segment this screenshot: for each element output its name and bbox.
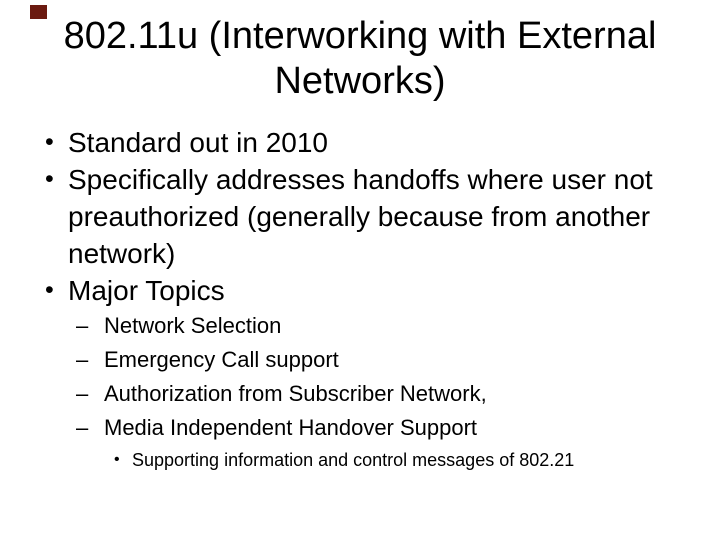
- bullet-text: network): [68, 238, 176, 269]
- bullet-text: Network Selection: [104, 313, 282, 338]
- bullet-text: Specifically addresses handoffs where us…: [68, 164, 653, 195]
- bullet-text: Major Topics: [68, 275, 225, 306]
- sub-bullet-item: – Media Independent Handover Support: [0, 411, 720, 445]
- corner-accent-square: [30, 5, 47, 19]
- slide-title: 802.11u (Interworking with External Netw…: [0, 14, 720, 104]
- bullet-text: Media Independent Handover Support: [104, 415, 478, 440]
- dash-marker: –: [76, 381, 89, 406]
- bullet-continuation-line: network): [0, 235, 720, 272]
- bullet-dot-marker: •: [45, 276, 54, 304]
- bullet-text: preauthorized (generally because from an…: [68, 201, 651, 232]
- title-line-1: 802.11u (Interworking with External: [63, 15, 657, 57]
- sub-bullet-item: – Authorization from Subscriber Network,: [0, 377, 720, 411]
- bullet-dot-marker: •: [45, 165, 54, 193]
- bullet-continuation-line: preauthorized (generally because from an…: [0, 198, 720, 235]
- sub-sub-bullet-item: • Supporting information and control mes…: [0, 445, 720, 475]
- dash-marker: –: [76, 347, 89, 372]
- bullet-text: Emergency Call support: [104, 347, 339, 372]
- bullet-text: Authorization from Subscriber Network,: [104, 381, 487, 406]
- bullet-dot-marker: •: [114, 451, 120, 468]
- sub-bullet-item: – Network Selection: [0, 309, 720, 343]
- sub-bullet-item: – Emergency Call support: [0, 343, 720, 377]
- bullet-text: Standard out in 2010: [68, 127, 328, 158]
- bullet-list: • Standard out in 2010 • Specifically ad…: [0, 124, 720, 475]
- bullet-text: Supporting information and control messa…: [132, 450, 575, 470]
- bullet-dot-marker: •: [45, 128, 54, 156]
- bullet-item: • Standard out in 2010: [0, 124, 720, 161]
- title-line-2: Networks): [274, 60, 446, 102]
- dash-marker: –: [76, 313, 89, 338]
- bullet-item: • Specifically addresses handoffs where …: [0, 161, 720, 198]
- bullet-item: • Major Topics: [0, 272, 720, 309]
- dash-marker: –: [76, 415, 89, 440]
